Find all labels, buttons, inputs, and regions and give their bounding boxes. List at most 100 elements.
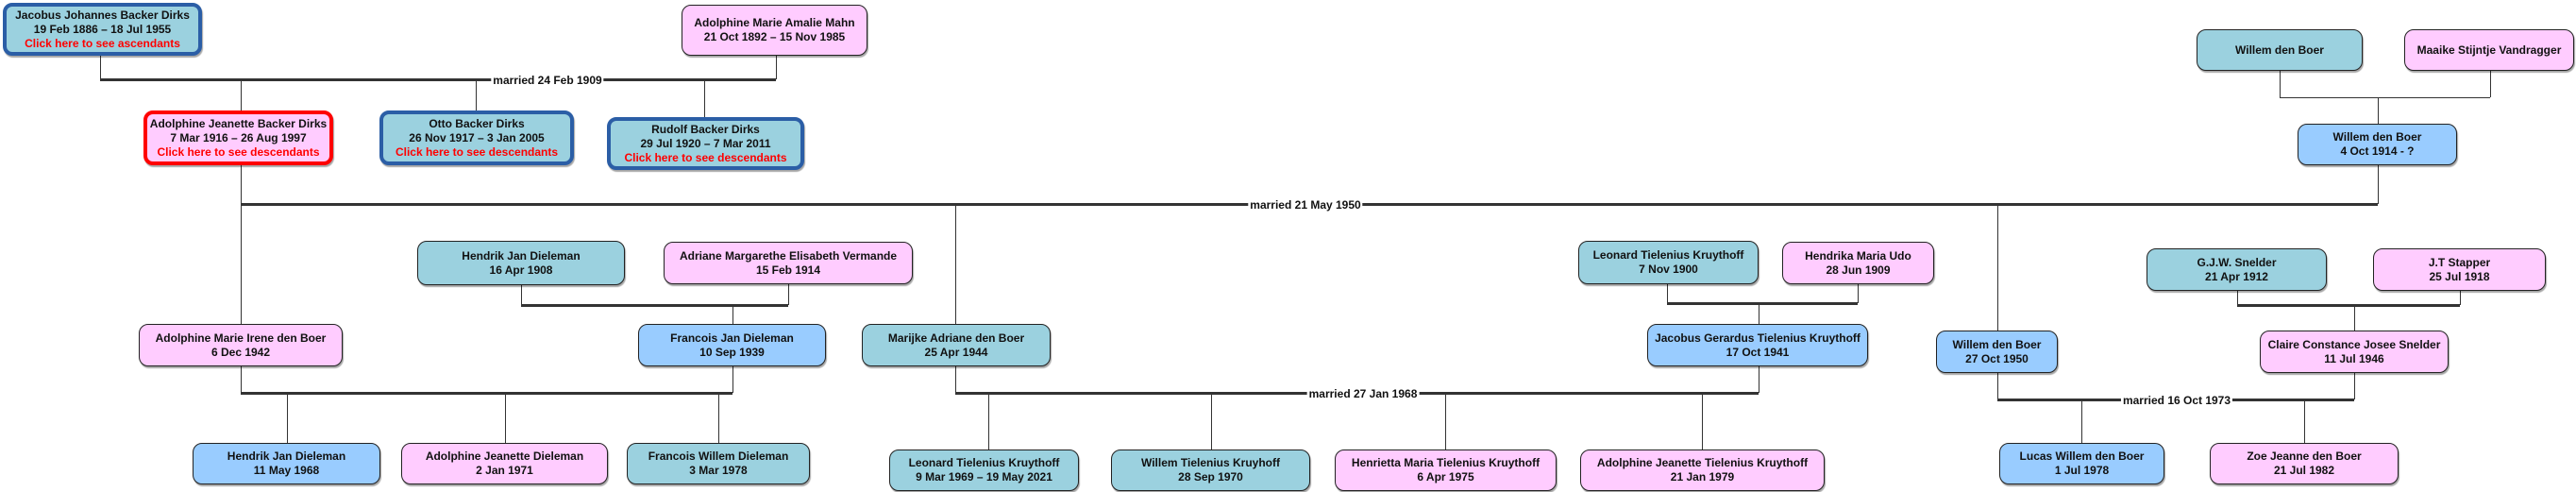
person-dates: 27 Oct 1950: [1965, 351, 2029, 365]
person-name: Francois Willem Dieleman: [648, 450, 789, 463]
line: [241, 366, 242, 393]
person-maaike-stijntje-vandragger[interactable]: Maaike Stijntje Vandragger: [2404, 29, 2574, 71]
line: [776, 56, 777, 79]
marriage-line-1909: [100, 78, 776, 81]
person-willem-den-boer-sr[interactable]: Willem den Boer: [2197, 29, 2363, 71]
person-name: Leonard Tielenius Kruythoff: [1592, 248, 1744, 262]
person-henrietta-maria-tielenius-kruythoff[interactable]: Henrietta Maria Tielenius Kruythoff 6 Ap…: [1335, 450, 1557, 491]
line: [521, 285, 522, 305]
line: [521, 304, 788, 307]
see-descendants-link[interactable]: Click here to see descendants: [624, 150, 787, 164]
line: [1702, 393, 1703, 450]
line: [1211, 393, 1212, 450]
see-descendants-link[interactable]: Click here to see descendants: [157, 144, 320, 159]
line: [718, 393, 719, 443]
person-dates: 21 Jan 1979: [1670, 470, 1735, 484]
see-ascendants-link[interactable]: Click here to see ascendants: [25, 36, 180, 50]
line: [1997, 204, 1998, 331]
person-leonard-tielenius-kruythoff-1969[interactable]: Leonard Tielenius Kruythoff 9 Mar 1969 –…: [889, 450, 1079, 491]
person-dates: 19 Feb 1886 – 18 Jul 1955: [33, 22, 172, 36]
person-rudolf-backer-dirks[interactable]: Rudolf Backer Dirks 29 Jul 1920 – 7 Mar …: [607, 117, 804, 170]
person-adolphine-marie-irene-den-boer[interactable]: Adolphine Marie Irene den Boer 6 Dec 194…: [139, 324, 343, 366]
person-name: Adolphine Jeanette Dieleman: [425, 450, 584, 463]
person-hendrika-maria-udo[interactable]: Hendrika Maria Udo 28 Jun 1909: [1782, 242, 1934, 284]
line: [1858, 284, 1859, 303]
person-jacobus-johannes-backer-dirks[interactable]: Jacobus Johannes Backer Dirks 19 Feb 188…: [3, 3, 202, 56]
person-lucas-willem-den-boer[interactable]: Lucas Willem den Boer 1 Jul 1978: [1999, 443, 2164, 484]
person-dates: 25 Jul 1918: [2429, 269, 2490, 283]
line: [2280, 71, 2281, 97]
marriage-label-1973: married 16 Oct 1973: [2120, 394, 2233, 407]
person-dates: 6 Apr 1975: [1417, 470, 1474, 484]
person-hendrik-jan-dieleman-1968[interactable]: Hendrik Jan Dieleman 11 May 1968: [193, 443, 380, 484]
person-marijke-adriane-den-boer[interactable]: Marijke Adriane den Boer 25 Apr 1944: [862, 324, 1051, 366]
person-otto-backer-dirks[interactable]: Otto Backer Dirks 26 Nov 1917 – 3 Jan 20…: [379, 110, 574, 165]
person-name: Willem den Boer: [1952, 337, 2042, 351]
person-francois-willem-dieleman[interactable]: Francois Willem Dieleman 3 Mar 1978: [627, 443, 810, 484]
person-dates: 1 Jul 1978: [2054, 464, 2110, 477]
person-name: J.T Stapper: [2428, 255, 2491, 269]
person-name: Claire Constance Josee Snelder: [2267, 337, 2441, 351]
see-descendants-link[interactable]: Click here to see descendants: [395, 144, 559, 159]
person-dates: 29 Jul 1920 – 7 Mar 2011: [640, 136, 771, 150]
person-zoe-jeanne-den-boer[interactable]: Zoe Jeanne den Boer 21 Jul 1982: [2210, 443, 2399, 484]
person-name: Willem den Boer: [2235, 42, 2324, 57]
line: [1667, 302, 1858, 305]
person-leonard-tielenius-kruythoff-1900[interactable]: Leonard Tielenius Kruythoff 7 Nov 1900: [1578, 241, 1759, 284]
line: [2460, 291, 2461, 305]
person-dates: 2 Jan 1971: [476, 464, 533, 477]
line: [788, 284, 789, 305]
person-dates: 7 Nov 1900: [1639, 263, 1698, 276]
person-dates: 26 Nov 1917 – 3 Jan 2005: [409, 130, 545, 144]
person-dates: 25 Apr 1944: [924, 345, 988, 359]
line: [1445, 393, 1446, 450]
person-name: Adolphine Jeanette Backer Dirks: [149, 116, 328, 130]
line: [988, 393, 989, 450]
line: [2354, 373, 2355, 399]
person-dates: 28 Sep 1970: [1178, 470, 1243, 484]
person-gjw-snelder[interactable]: G.J.W. Snelder 21 Apr 1912: [2147, 248, 2327, 291]
person-dates: 7 Mar 1916 – 26 Aug 1997: [170, 130, 307, 144]
person-hendrik-jan-dieleman-1908[interactable]: Hendrik Jan Dieleman 16 Apr 1908: [417, 241, 625, 285]
line: [1667, 284, 1668, 303]
person-dates: 10 Sep 1939: [699, 345, 765, 359]
person-jacobus-gerardus-tielenius-kruythoff[interactable]: Jacobus Gerardus Tielenius Kruythoff 17 …: [1647, 324, 1868, 366]
person-name: Jacobus Gerardus Tielenius Kruythoff: [1655, 331, 1860, 345]
person-name: G.J.W. Snelder: [2197, 255, 2277, 269]
person-adolphine-marie-amalie-mahn[interactable]: Adolphine Marie Amalie Mahn 21 Oct 1892 …: [682, 5, 867, 56]
person-name: Adolphine Marie Irene den Boer: [155, 331, 327, 345]
person-dates: 9 Mar 1969 – 19 May 2021: [916, 470, 1052, 484]
person-dates: 3 Mar 1978: [689, 464, 748, 477]
person-adolphine-jeanette-dieleman[interactable]: Adolphine Jeanette Dieleman 2 Jan 1971: [401, 443, 608, 484]
person-dates: 17 Oct 1941: [1726, 345, 1790, 359]
person-name: Willem Tielenius Kruyhoff: [1140, 456, 1281, 469]
person-adolphine-jeanette-tielenius-kruythoff[interactable]: Adolphine Jeanette Tielenius Kruythoff 2…: [1580, 450, 1825, 491]
line: [1997, 373, 1998, 399]
person-name: Hendrik Jan Dieleman: [227, 450, 346, 463]
person-claire-constance-josee-snelder[interactable]: Claire Constance Josee Snelder 11 Jul 19…: [2260, 331, 2449, 373]
line: [704, 79, 705, 117]
line: [2378, 97, 2379, 124]
person-willem-tielenius-kruyhoff[interactable]: Willem Tielenius Kruyhoff 28 Sep 1970: [1111, 450, 1310, 491]
line: [732, 366, 733, 393]
person-name: Adolphine Jeanette Tielenius Kruythoff: [1596, 456, 1809, 469]
person-dates: 28 Jun 1909: [1826, 263, 1891, 277]
line: [2490, 71, 2491, 97]
person-francois-jan-dieleman[interactable]: Francois Jan Dieleman 10 Sep 1939: [638, 324, 826, 366]
line: [2280, 97, 2490, 98]
person-willem-den-boer-1914[interactable]: Willem den Boer 4 Oct 1914 - ?: [2298, 124, 2457, 165]
line: [476, 79, 477, 110]
person-dates: 4 Oct 1914 - ?: [2340, 144, 2415, 158]
person-name: Henrietta Maria Tielenius Kruythoff: [1351, 456, 1541, 469]
line: [2304, 399, 2305, 443]
line: [2081, 399, 2082, 443]
person-name: Jacobus Johannes Backer Dirks: [15, 8, 190, 22]
line: [732, 305, 733, 324]
line: [2354, 305, 2355, 331]
person-adriane-vermande[interactable]: Adriane Margarethe Elisabeth Vermande 15…: [664, 242, 913, 284]
person-name: Hendrika Maria Udo: [1805, 248, 1911, 263]
person-willem-den-boer-1950[interactable]: Willem den Boer 27 Oct 1950: [1936, 331, 2058, 373]
person-adolphine-jeanette-backer-dirks[interactable]: Adolphine Jeanette Backer Dirks 7 Mar 19…: [143, 110, 333, 165]
person-dates: 11 Jul 1946: [2324, 351, 2384, 365]
person-jt-stapper[interactable]: J.T Stapper 25 Jul 1918: [2373, 248, 2546, 291]
